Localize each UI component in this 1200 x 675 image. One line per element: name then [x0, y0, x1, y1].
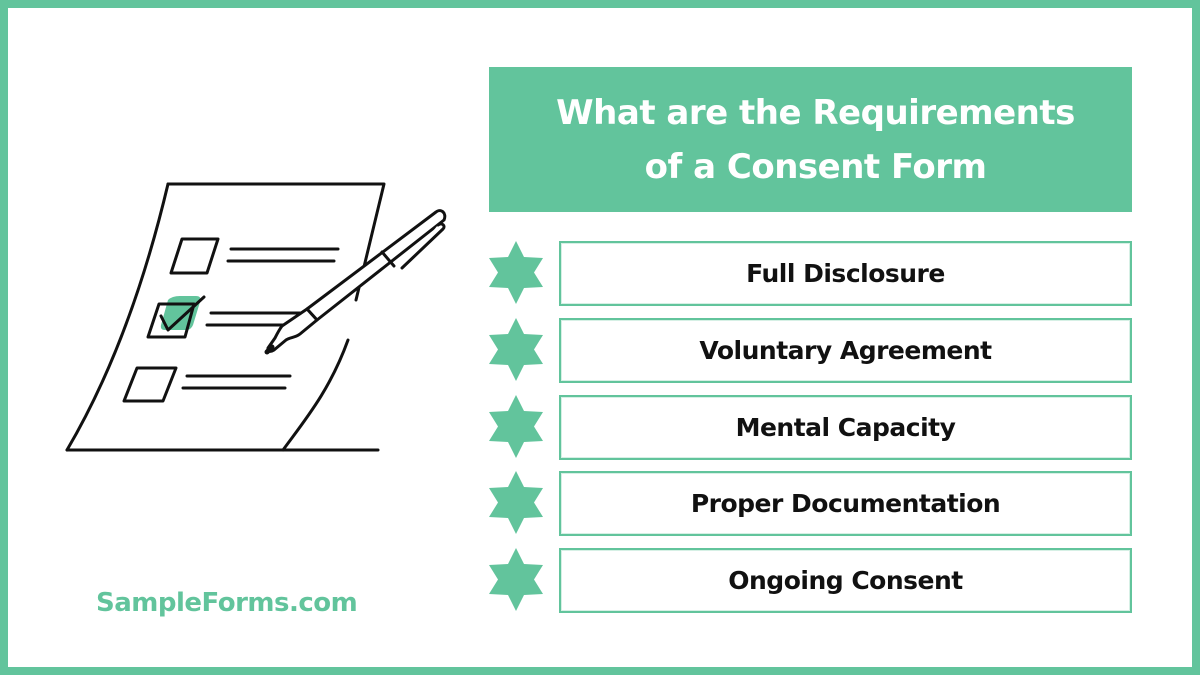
brand-logo[interactable]: SampleForms.com — [96, 588, 358, 618]
requirement-item: Proper Documentation — [488, 471, 1132, 536]
requirement-item: Mental Capacity — [488, 395, 1132, 460]
checkbox-3 — [122, 366, 178, 403]
star-icon — [489, 395, 543, 458]
star-icon — [489, 241, 543, 304]
requirement-item: Full Disclosure — [488, 241, 1132, 306]
checkbox-2-checked — [146, 295, 302, 339]
requirement-label: Full Disclosure — [746, 259, 945, 288]
requirement-item: Voluntary Agreement — [488, 318, 1132, 383]
requirement-box: Proper Documentation — [559, 471, 1132, 536]
paper-outline — [166, 182, 386, 302]
requirement-box: Ongoing Consent — [559, 548, 1132, 613]
requirement-item: Ongoing Consent — [488, 548, 1132, 613]
requirement-label: Voluntary Agreement — [699, 336, 992, 365]
requirement-box: Mental Capacity — [559, 395, 1132, 460]
requirement-box: Voluntary Agreement — [559, 318, 1132, 383]
pen-icon — [264, 209, 447, 355]
star-icon — [489, 471, 543, 534]
title-banner: What are the Requirements of a Consent F… — [489, 67, 1132, 212]
star-icon — [489, 318, 543, 381]
star-icon — [489, 548, 543, 611]
checkbox-1 — [169, 237, 220, 275]
requirement-box: Full Disclosure — [559, 241, 1132, 306]
requirement-label: Ongoing Consent — [728, 566, 963, 595]
page-title: What are the Requirements of a Consent F… — [556, 92, 1075, 187]
requirement-label: Mental Capacity — [735, 413, 956, 442]
requirement-label: Proper Documentation — [690, 489, 1001, 518]
